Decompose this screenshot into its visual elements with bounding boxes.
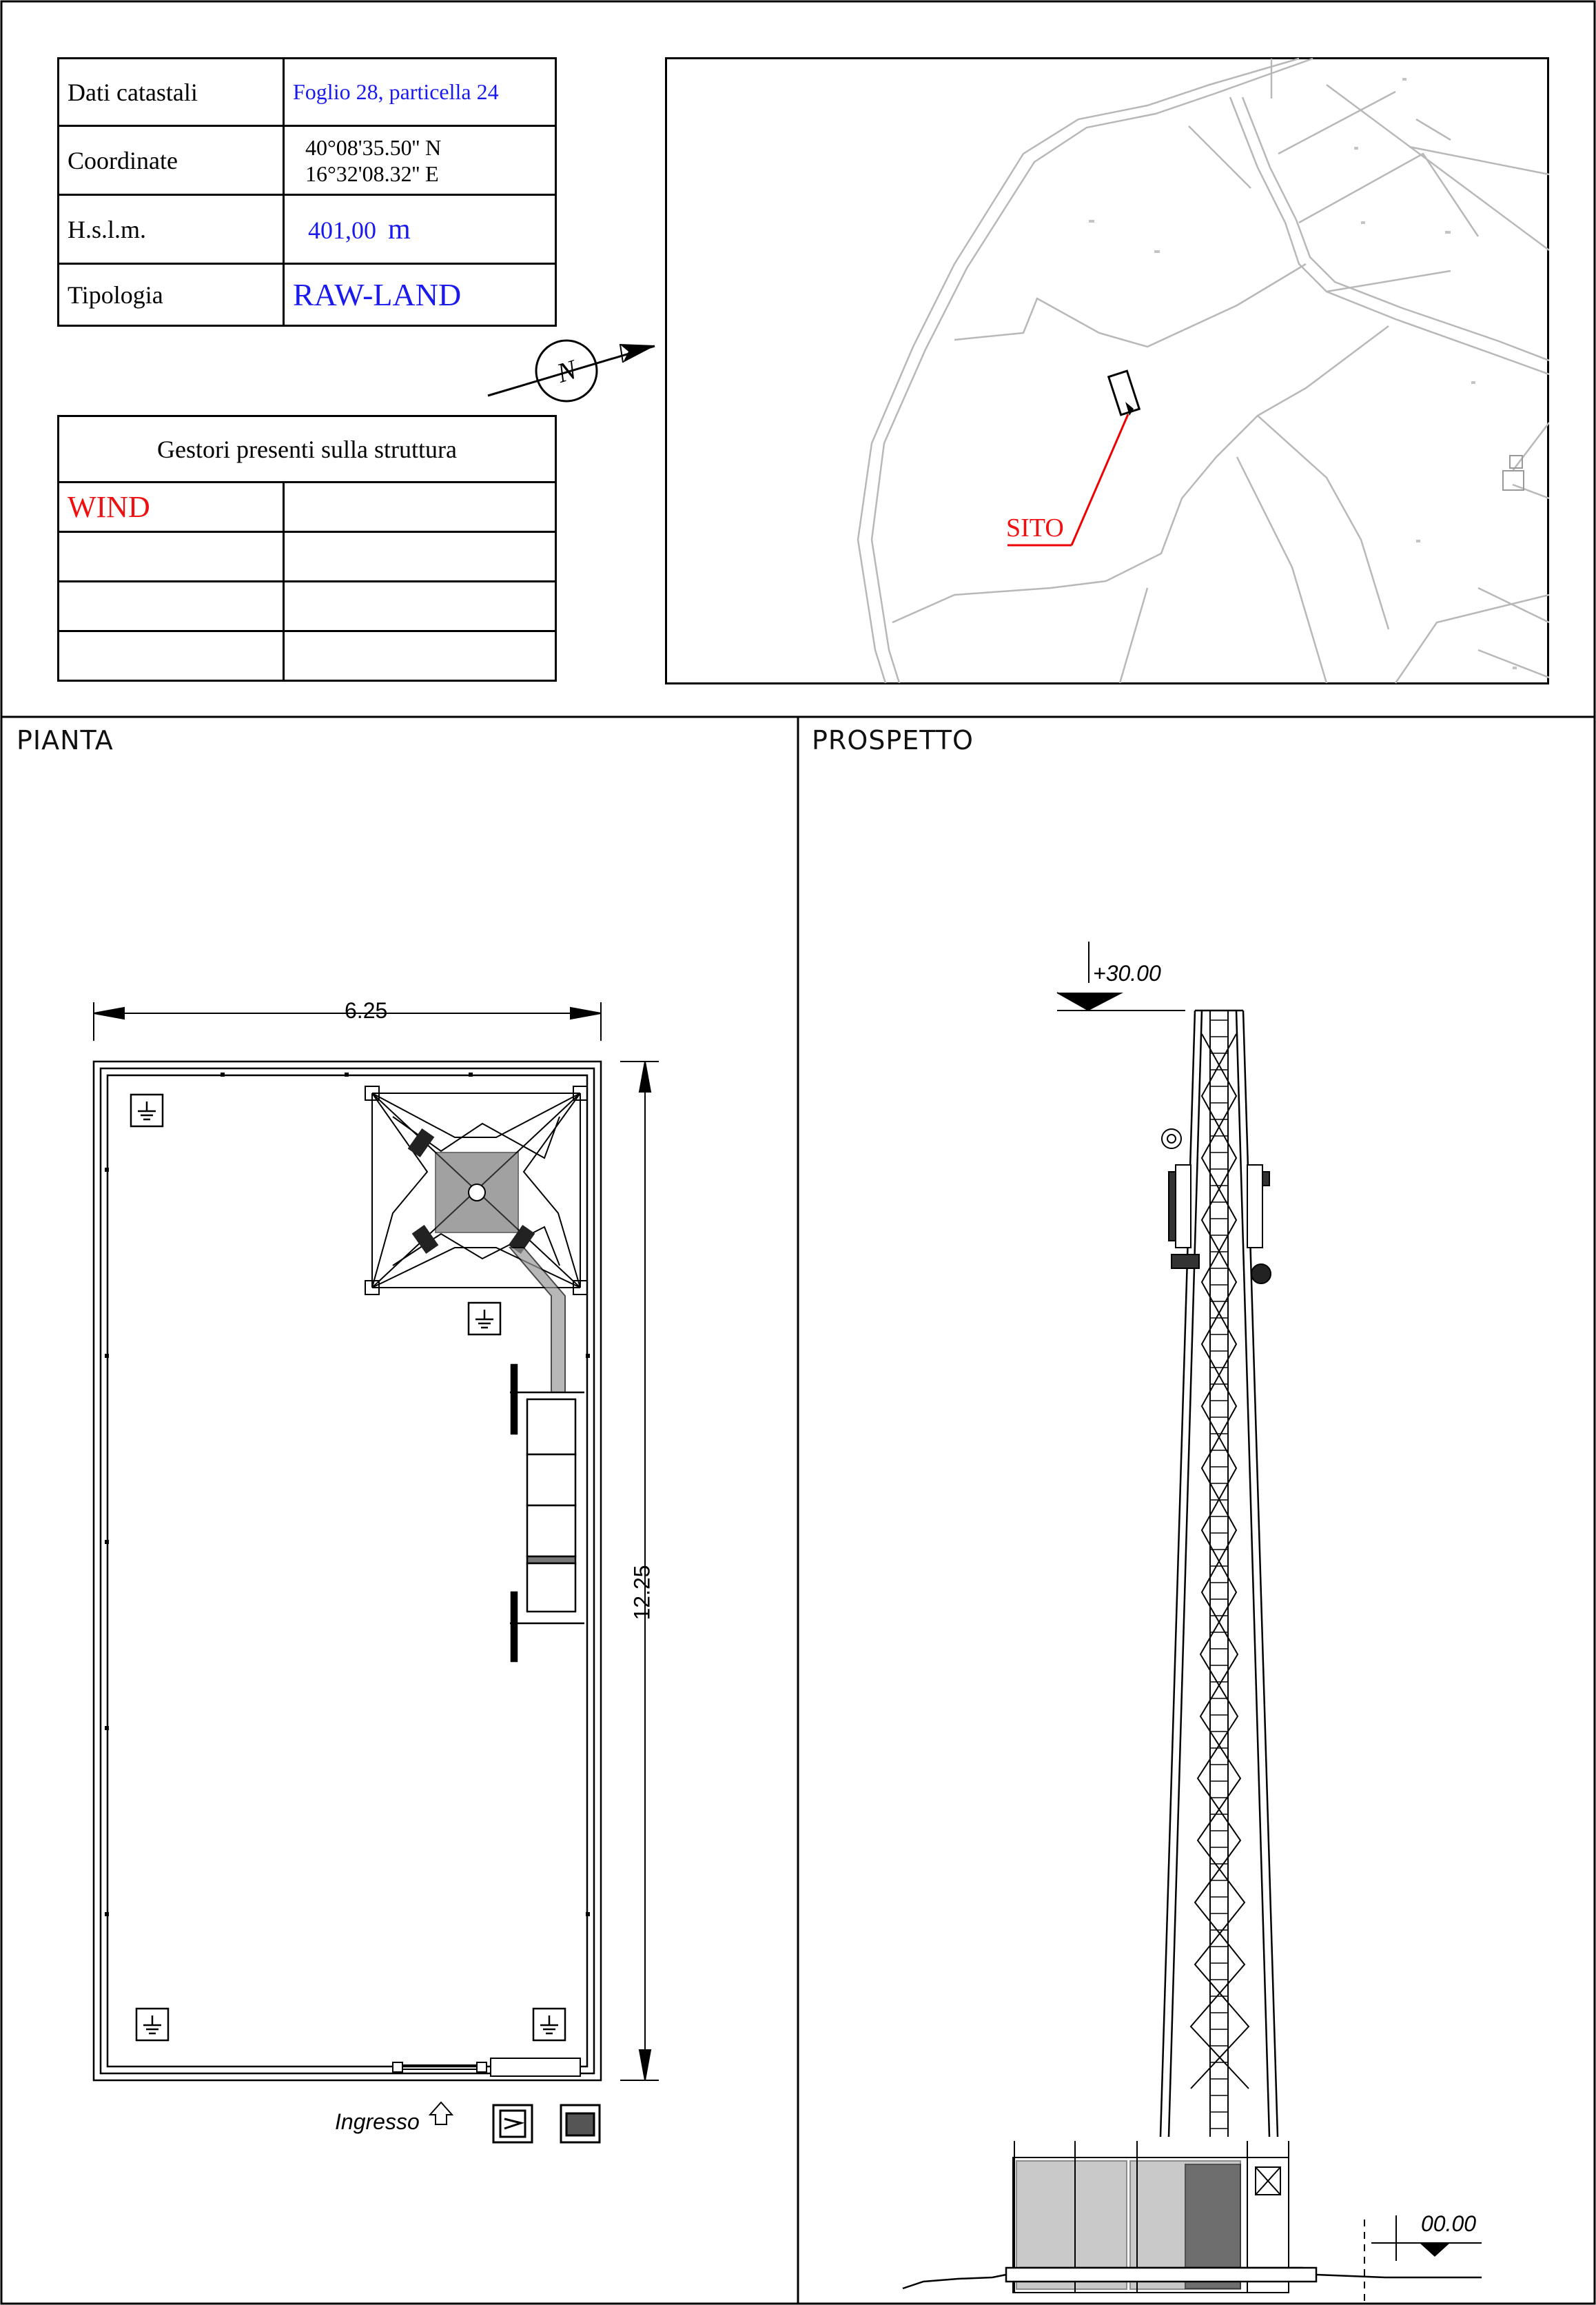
operator-row-1-name: WIND xyxy=(57,481,285,533)
north-compass-icon: N xyxy=(487,339,655,403)
latitude-value: 40°08'35.50'' N xyxy=(305,134,442,160)
operators-table: Gestori presenti sulla struttura WIND xyxy=(57,415,557,682)
ground-elevation-marker xyxy=(1364,2215,1482,2302)
operator-row-4-name xyxy=(57,630,285,682)
equipment-cabinets xyxy=(510,1363,584,1663)
pianta-title: PIANTA xyxy=(17,725,114,755)
plan-drawing xyxy=(92,1002,659,2144)
entrance-label: Ingresso xyxy=(335,2109,420,2134)
longitude-value: 16°32'08.32'' E xyxy=(305,161,439,186)
ground-symbol-icon xyxy=(130,1093,164,1128)
operator-row-2-extra xyxy=(283,531,557,582)
site-label: SITO xyxy=(1006,514,1064,542)
antenna-panels xyxy=(1161,1128,1271,1284)
operator-row-1-extra xyxy=(283,481,557,533)
operator-row-3-name xyxy=(57,580,285,632)
tower-bracing xyxy=(1189,1033,1250,2089)
operator-row-4-extra xyxy=(283,630,557,682)
top-elevation-marker xyxy=(1056,942,1185,1011)
operator-row-2-name xyxy=(57,531,285,582)
ground-line xyxy=(902,2266,1482,2290)
plan-width-label: 6.25 xyxy=(345,998,388,1023)
cadastral-map xyxy=(665,57,1549,684)
operator-row-3-extra xyxy=(283,580,557,632)
coordinates-value: 40°08'35.50'' N 16°32'08.32'' E xyxy=(283,125,557,196)
site-info-table: Dati catastali Foglio 28, particella 24 … xyxy=(57,57,557,327)
compass-north-letter: N xyxy=(553,353,582,389)
entrance-gate xyxy=(392,2058,581,2077)
cadastral-value: Foglio 28, particella 24 xyxy=(283,57,557,127)
tower-base xyxy=(365,1086,588,1295)
map-parcel-lines xyxy=(857,57,1549,684)
prospetto-title: PROSPETTO xyxy=(812,725,974,755)
coordinates-label: Coordinate xyxy=(57,125,285,196)
altitude-number: 401,00 xyxy=(308,216,376,244)
plan-height-label: 12.25 xyxy=(629,1565,655,1621)
cadastral-label: Dati catastali xyxy=(57,57,285,127)
cable-duct xyxy=(508,1247,566,1393)
typology-value: RAW-LAND xyxy=(283,263,557,327)
site-marker xyxy=(1007,369,1141,547)
fence-outline xyxy=(92,1060,602,2082)
altitude-label: H.s.l.m. xyxy=(57,194,285,265)
altitude-value: 401,00 m xyxy=(283,194,557,265)
ladder-rungs xyxy=(1210,1019,1228,2129)
top-elevation-label: +30.00 xyxy=(1093,961,1161,986)
width-dimension xyxy=(93,1002,602,1041)
altitude-unit: m xyxy=(388,213,411,245)
elevation-drawing xyxy=(902,942,1482,2302)
height-dimension xyxy=(620,1061,659,2081)
operators-header: Gestori presenti sulla struttura xyxy=(57,415,557,483)
ground-elevation-label: 00.00 xyxy=(1421,2211,1477,2236)
typology-label: Tipologia xyxy=(57,263,285,327)
entrance-arrow-icon xyxy=(428,2101,454,2125)
map-parcel-numbers xyxy=(1089,78,1517,669)
